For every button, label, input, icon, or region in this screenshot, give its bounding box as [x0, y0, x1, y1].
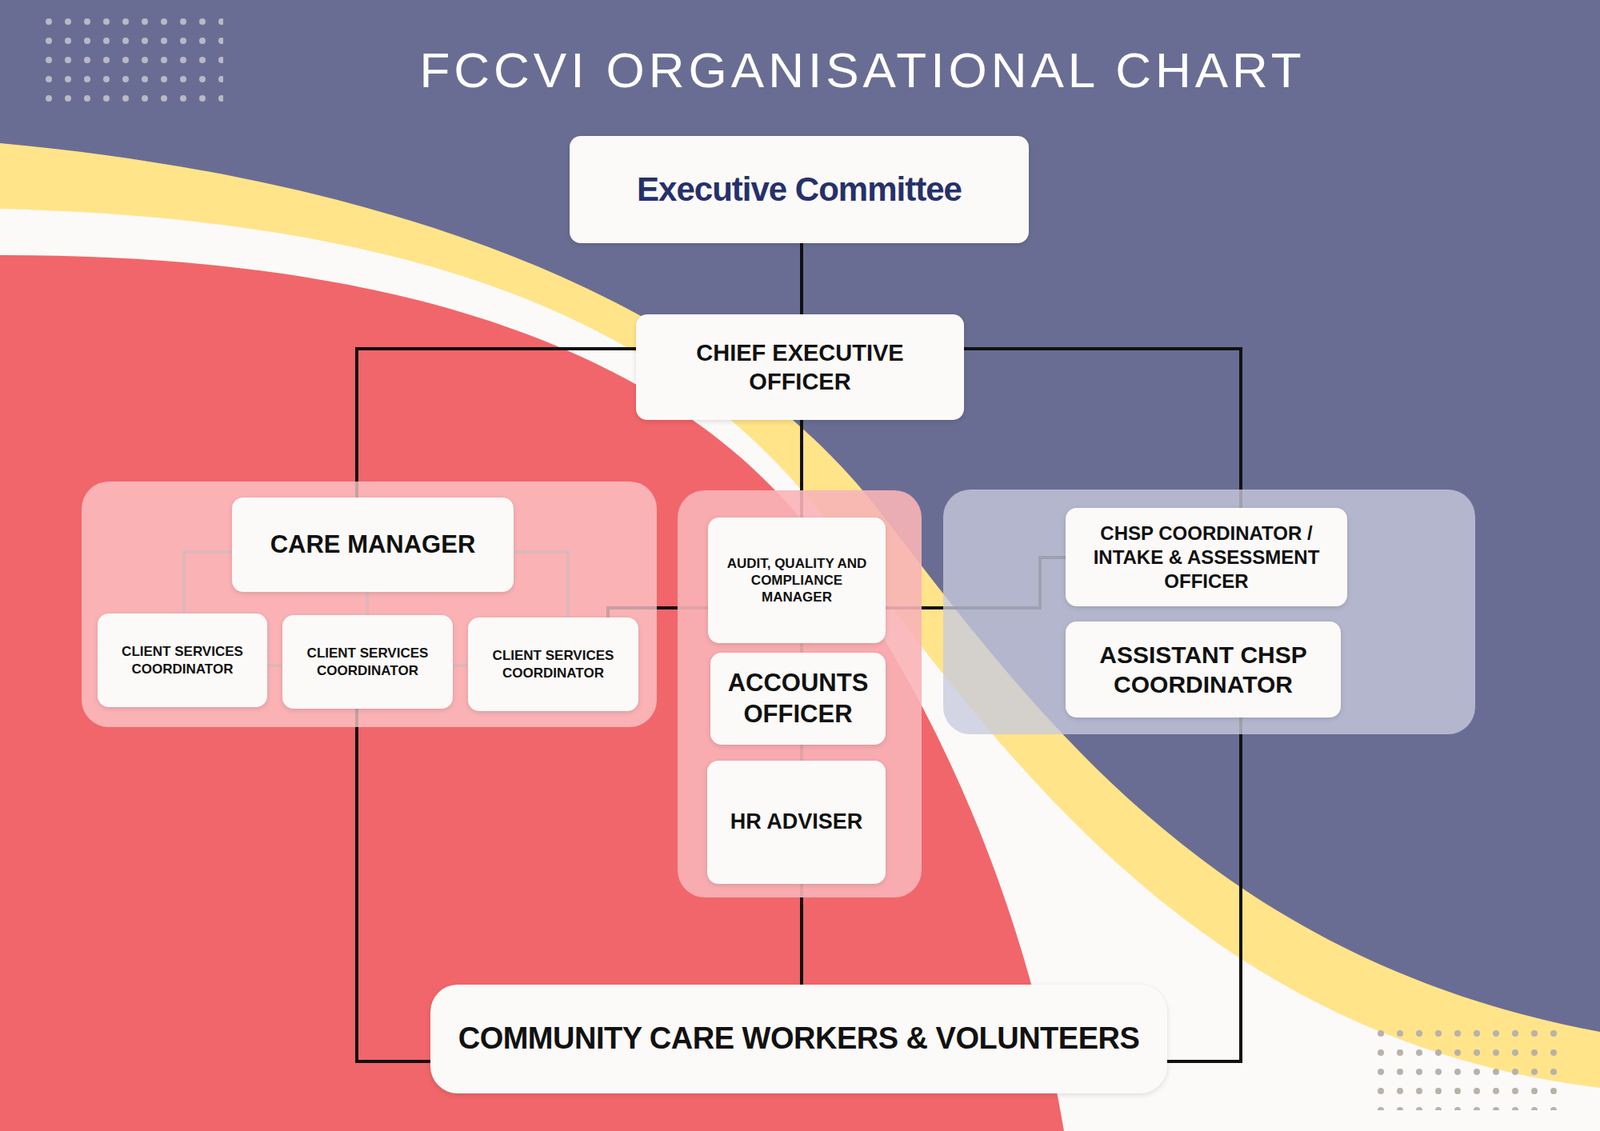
dot-grid — [1377, 1030, 1559, 1111]
role-title: HR ADVISER — [713, 808, 880, 836]
role-box: CHIEF EXECUTIVE OFFICER — [636, 314, 964, 420]
org-connector — [356, 708, 431, 1062]
connector-line — [964, 348, 1241, 508]
role-title: ACCOUNTS OFFICER — [716, 668, 880, 731]
role-box: CLIENT SERVICES COORDINATOR — [468, 617, 639, 712]
org-connector — [801, 884, 803, 985]
org-connector — [356, 348, 636, 498]
white-wave — [0, 208, 1600, 1131]
connector-line — [800, 884, 804, 985]
chart-title: FCCVI ORGANISATIONAL CHART — [419, 41, 1305, 99]
role-title: CHSP COORDINATOR / INTAKE & ASSESSMENT O… — [1072, 521, 1341, 594]
role-title: Executive Committee — [580, 168, 1018, 212]
org-connector — [964, 348, 1241, 508]
role-title: CLIENT SERVICES COORDINATOR — [288, 644, 447, 680]
yellow-wave — [0, 143, 1600, 1131]
connector-line — [356, 708, 431, 1062]
connector-line — [1167, 717, 1241, 1062]
role-box: AUDIT, QUALITY AND COMPLIANCE MANAGER — [708, 517, 886, 644]
role-title: AUDIT, QUALITY AND COMPLIANCE MANAGER — [716, 555, 878, 607]
connector-line — [356, 348, 636, 498]
role-box: HR ADVISER — [707, 760, 886, 884]
org-connector — [1167, 717, 1241, 1062]
role-title: ASSISTANT CHSP COORDINATOR — [1073, 640, 1333, 700]
role-box: Executive Committee — [569, 136, 1029, 244]
role-box: CARE MANAGER — [232, 497, 514, 592]
role-box: CLIENT SERVICES COORDINATOR — [282, 615, 453, 709]
role-box: ACCOUNTS OFFICER — [710, 652, 886, 745]
org-connector — [801, 243, 803, 315]
role-title: CLIENT SERVICES COORDINATOR — [474, 647, 632, 682]
role-box: ASSISTANT CHSP COORDINATOR — [1065, 621, 1341, 718]
role-box: COMMUNITY CARE WORKERS & VOLUNTEERS — [430, 984, 1168, 1094]
role-title: COMMUNITY CARE WORKERS & VOLUNTEERS — [443, 1020, 1155, 1059]
role-box: CHSP COORDINATOR / INTAKE & ASSESSMENT O… — [1065, 508, 1348, 607]
connector-line — [800, 243, 804, 315]
role-title: CHIEF EXECUTIVE OFFICER — [645, 338, 955, 397]
role-box: CLIENT SERVICES COORDINATOR — [97, 613, 268, 708]
role-title: CLIENT SERVICES COORDINATOR — [104, 643, 261, 678]
dot-grid — [45, 18, 224, 112]
role-title: CARE MANAGER — [240, 529, 506, 561]
